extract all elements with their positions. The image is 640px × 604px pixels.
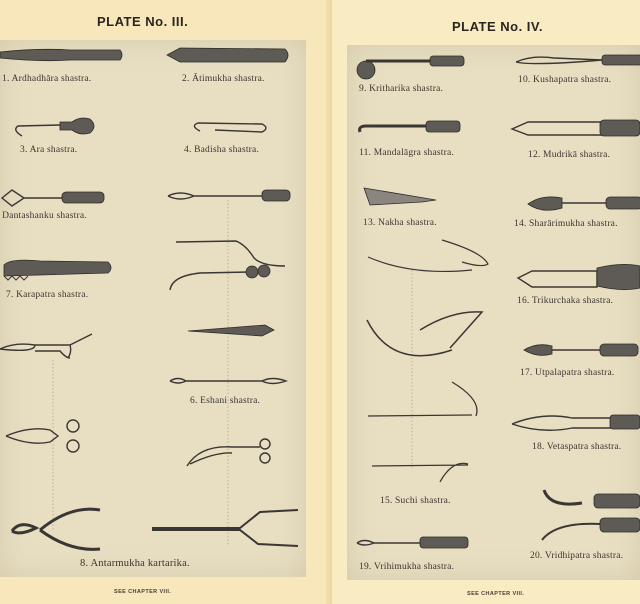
straight-needle: [367, 381, 478, 417]
eshani-probe-upper: [167, 189, 291, 202]
instrument-label: 9. Kritharika shastra.: [359, 84, 444, 94]
curved-needle-1: [367, 239, 489, 273]
badisha-instrument: [193, 122, 267, 133]
instrument-label: 18. Vetaspatra shastra.: [532, 442, 622, 452]
left-page-plate-iii: PLATE No. III. 1. Ardhadhāra shastra. 2.…: [0, 14, 306, 595]
vridhipatra-instrument: [541, 517, 640, 541]
mandalagra-instrument: [358, 120, 461, 133]
curved-scissors-instrument: [186, 438, 271, 467]
plate-title: PLATE No. IV.: [452, 19, 544, 34]
antarmukha-scissors-right: [152, 509, 299, 547]
ardhadhara-instrument: [0, 48, 123, 62]
trikurchaka-instrument: [516, 264, 640, 290]
instrument-label: 17. Utpalapatra shastra.: [520, 368, 615, 378]
plate-panel: [0, 40, 306, 577]
kritharika-instrument: [356, 55, 465, 80]
instrument-label: 19. Vrihimukha shastra.: [359, 562, 455, 572]
dantashanku-instrument: [0, 189, 105, 207]
antarmukha-scissors-left: [10, 507, 101, 551]
instrument-label: 10. Kushapatra shastra.: [518, 75, 612, 85]
instrument-label: 20. Vridhipatra shastra.: [530, 551, 624, 561]
instrument-label: 1. Ardhadhāra shastra.: [2, 74, 92, 84]
instrument-label: 15. Suchi shastra.: [380, 496, 451, 506]
instrument-label: 6. Eshani shastra.: [190, 396, 261, 406]
mudrika-instrument: [510, 119, 640, 137]
instrument-illustrations: [356, 54, 640, 549]
curved-blade-instrument: [542, 489, 640, 509]
utpalapatra-instrument: [523, 343, 639, 357]
instrument-label: 16. Trikurchaka shastra.: [517, 296, 614, 306]
curved-forceps-instrument: [169, 240, 286, 291]
instrument-illustrations: [0, 47, 299, 551]
forceps-instrument-1: [0, 333, 93, 359]
vrihimukha-instrument: [356, 536, 469, 549]
instrument-label: 7. Karapatra shastra.: [6, 290, 89, 300]
instrument-label: 4. Badisha shastra.: [184, 145, 260, 155]
sharari-mukha-instrument: [527, 196, 640, 211]
right-page-plate-iv: PLATE No. IV. 9. Kritharika shastra. 10.…: [332, 0, 640, 604]
ara-instrument: [15, 117, 95, 137]
instrument-label: 11. Mandalāgra shastra.: [359, 148, 454, 158]
instrument-label: 2. Ātimukha shastra.: [182, 74, 265, 84]
vetaspatra-instrument: [511, 414, 640, 431]
instrument-label: 13. Nakha shastra.: [363, 218, 437, 228]
karapatra-saw-instrument: [3, 259, 112, 281]
page-footer: SEE CHAPTER VIII.: [114, 589, 172, 595]
curved-needle-2: [366, 311, 484, 357]
nakha-instrument: [363, 187, 437, 206]
plate-panel: [347, 45, 640, 580]
suchi-needle: [371, 462, 469, 483]
plate-title: PLATE No. III.: [97, 14, 189, 29]
shara-blade-instrument: [187, 324, 275, 337]
instrument-label: 5. Dantashanku shastra.: [0, 211, 87, 221]
kushapatra-instrument: [515, 54, 640, 66]
eshani-probe-instrument: [169, 377, 289, 385]
instrument-label: 14. Sharārimukha shastra.: [514, 219, 618, 229]
scissors-instrument-1: [5, 419, 80, 453]
atimukha-instrument: [166, 47, 289, 63]
instrument-label: 12. Mudrikā shastra.: [528, 150, 611, 160]
instrument-label: 3. Ara shastra.: [20, 145, 78, 155]
instrument-label: 8. Antarmukha kartarika.: [80, 558, 190, 569]
page-footer: SEE CHAPTER VIII.: [467, 591, 525, 597]
